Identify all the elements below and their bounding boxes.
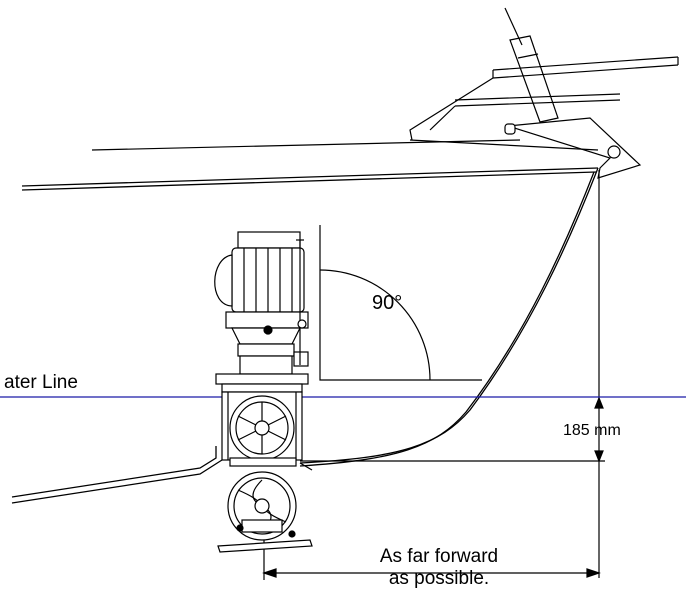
- forward-dimension-line: [262, 530, 601, 580]
- mounting-flange: [215, 373, 309, 393]
- forward-position-note-line2: as possible.: [388, 567, 490, 589]
- bow-pulpit-rail: [409, 56, 679, 141]
- thruster-motor: [214, 231, 309, 375]
- deck-lines: [91, 139, 599, 151]
- thruster-tunnel: [221, 391, 303, 467]
- thruster-propeller: [217, 471, 313, 553]
- hull-outline: [11, 167, 599, 504]
- anchor: [504, 117, 642, 179]
- anchor-line: [504, 7, 559, 123]
- water-line-label: ater Line: [4, 372, 78, 393]
- depth-dimension-line: [300, 170, 605, 578]
- forward-position-note-line1: As far forward: [379, 546, 499, 567]
- forward-position-note: As far forward as possible.: [358, 546, 520, 590]
- right-angle-reference: [319, 225, 482, 381]
- angle-label: 90°: [372, 292, 403, 314]
- depth-dimension-label: 185 mm: [563, 422, 621, 439]
